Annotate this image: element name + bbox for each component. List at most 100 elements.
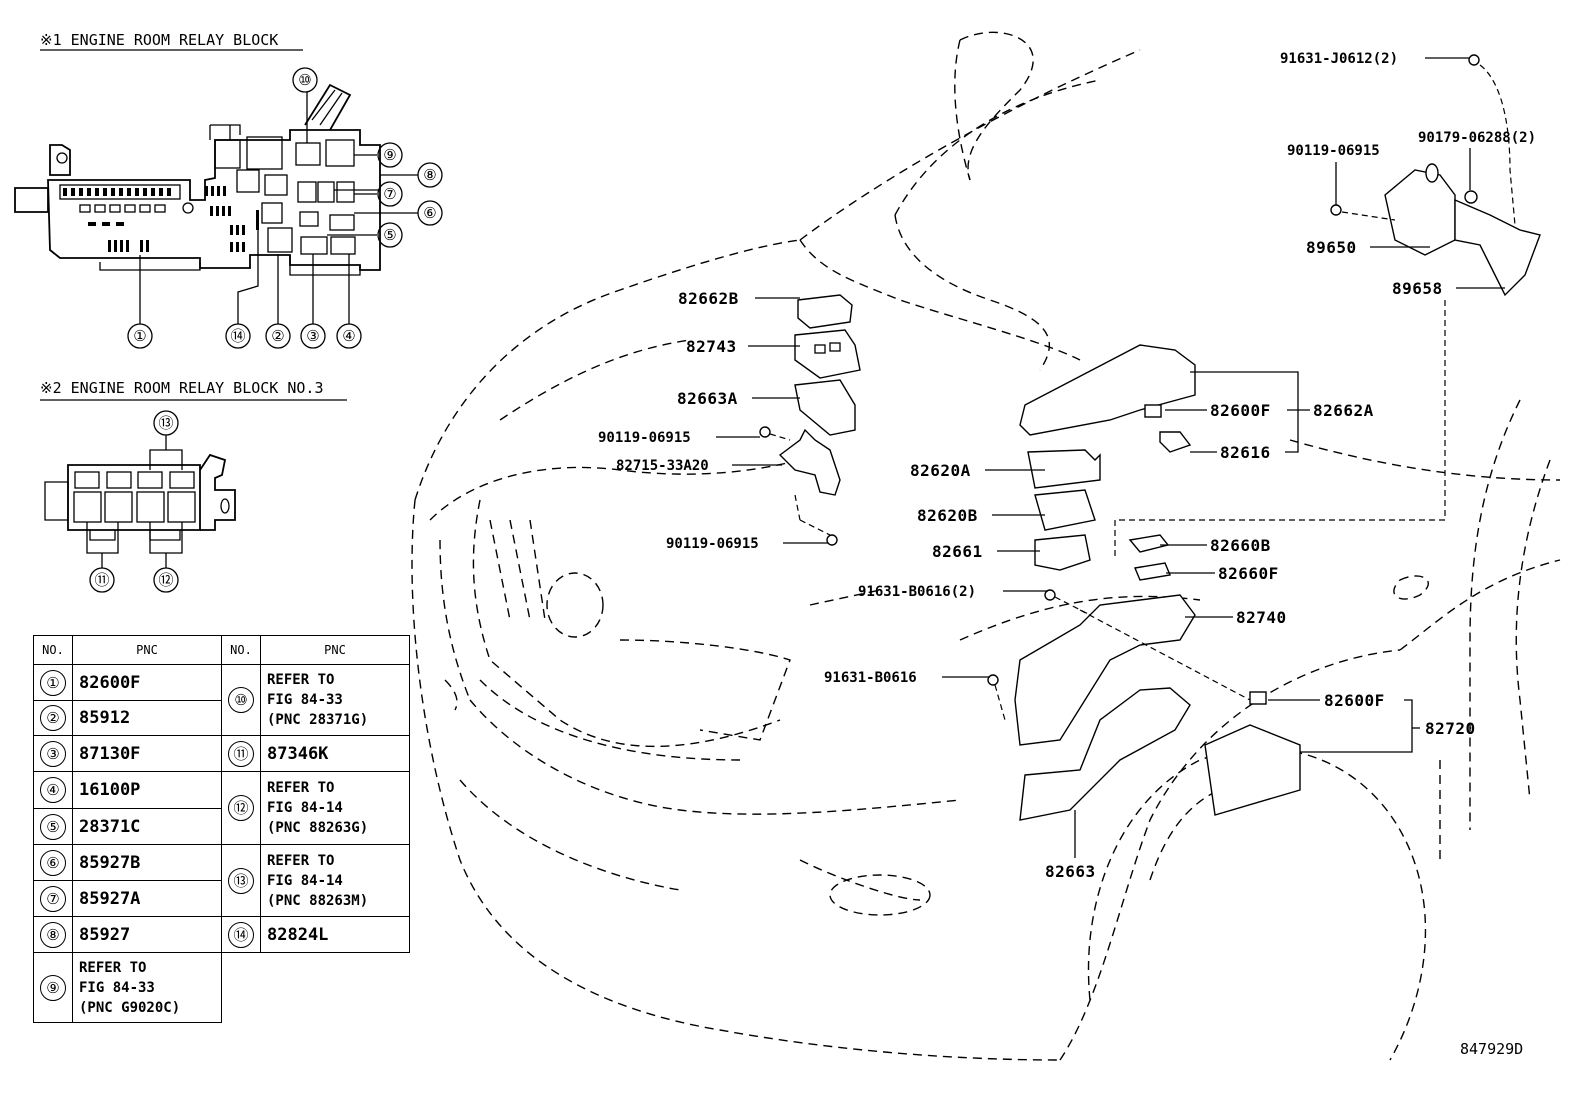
table-row: ① [33,664,73,701]
bolt-91631-b0616 [987,674,1006,721]
screw-90119-06915-b [826,534,838,546]
relay-block-1-callouts: ① ② ③ ④ ⑤ ⑥ ⑦ ⑧ ⑨ ⑩ ⑭ [127,67,443,349]
table-row: ⑧ [33,916,73,953]
table-cell-pnc: REFER TO FIG 84-33 (PNC 28371G) [260,664,410,736]
relay-block-1-title: ※1 ENGINE ROOM RELAY BLOCK [40,31,278,49]
screw-90119-06915-c [1330,204,1342,216]
callout-circle-6: ⑥ [423,204,436,222]
callout-90119-06915-low: 90119-06915 [666,536,759,552]
table-row: ④ [33,771,73,809]
callout-82743: 82743 [686,337,737,356]
part-82743 [794,329,861,379]
table-cell-pnc: 85927 [72,916,222,953]
table-empty-cell [222,953,410,1023]
part-82661 [1034,534,1091,571]
callout-circle-1: ① [133,327,146,345]
table-header-no-left: NO. [33,635,73,665]
callout-82720: 82720 [1425,719,1476,738]
part-82662b [797,294,853,329]
relay-block-3-drawing [44,453,236,541]
part-82715-33a20 [778,428,841,536]
table-row: ⑪ [221,735,261,772]
part-82662a [1019,344,1196,436]
relay-block-1-drawing [14,83,381,276]
callout-82660f: 82660F [1218,564,1279,583]
table-cell-pnc: 85927A [72,880,222,917]
callout-91631-j0612: 91631-J0612(2) [1280,51,1398,67]
part-89658 [1454,198,1541,297]
bolt-91631-j0612 [1468,54,1480,66]
callout-82663: 82663 [1045,862,1096,881]
callout-82600f-lower: 82600F [1324,691,1385,710]
table-row: ⑫ [221,771,261,845]
callout-82661: 82661 [932,542,983,561]
callout-89658: 89658 [1392,279,1443,298]
part-82660b [1128,534,1170,553]
figure-code: 847929D [1460,1040,1524,1058]
pnc-table: NO. PNC NO. PNC ① 82600F ⑩ REFER TO FIG … [33,635,410,1023]
table-cell-pnc: 87346K [260,735,410,772]
table-cell-pnc: REFER TO FIG 84-33 (PNC G9020C) [72,952,222,1023]
table-cell-pnc: 85927B [72,844,222,881]
callout-circle-13: ⑬ [158,414,173,432]
callout-circle-2: ② [271,327,284,345]
table-row: ⑩ [221,664,261,736]
callout-90179-06288: 90179-06288(2) [1418,130,1536,146]
callout-82662b: 82662B [678,289,739,308]
callout-91631-b0616: 91631-B0616 [824,670,917,686]
callout-82663a: 82663A [677,389,738,408]
callout-82660b: 82660B [1210,536,1271,555]
callout-90119-06915-top: 90119-06915 [1287,143,1380,159]
callout-82620b: 82620B [917,506,978,525]
table-row: ⑤ [33,808,73,845]
callout-circle-8: ⑧ [423,166,436,184]
callout-82620a: 82620A [910,461,971,480]
part-82616 [1159,431,1192,453]
callout-circle-5: ⑤ [383,226,396,244]
callout-circle-11: ⑪ [94,571,109,589]
table-cell-pnc: 16100P [72,771,222,809]
table-row: ③ [33,735,73,772]
part-82663a [794,379,856,436]
callout-82600f-upper: 82600F [1210,401,1271,420]
part-82620b [1034,489,1096,531]
callout-circle-10: ⑩ [298,71,311,89]
part-82620a [1027,449,1101,489]
part-82660f [1134,562,1171,581]
part-82600f-a [1144,404,1162,418]
table-row: ⑨ [33,952,73,1023]
table-row: ⑬ [221,844,261,917]
callout-91631-b0616-2: 91631-B0616(2) [858,584,976,600]
callout-82715-33a20: 82715-33A20 [616,458,709,474]
vehicle-outline [411,31,1561,1061]
table-cell-pnc: 82824L [260,916,410,953]
table-row: ② [33,700,73,736]
table-header-no-right: NO. [221,635,261,665]
callout-circle-9: ⑨ [383,146,396,164]
callout-circle-3: ③ [306,327,319,345]
callout-82740: 82740 [1236,608,1287,627]
callout-89650: 89650 [1306,238,1357,257]
callout-circle-12: ⑫ [158,571,173,589]
table-cell-pnc: 82600F [72,664,222,701]
table-row: ⑭ [221,916,261,953]
part-82600f-b [1249,691,1267,705]
table-cell-pnc: 87130F [72,735,222,772]
callout-circle-14: ⑭ [230,327,245,345]
screw-90119-06915-a [759,426,791,441]
part-82663 [1019,687,1191,821]
part-89650 [1384,163,1456,256]
callout-90119-06915-mid: 90119-06915 [598,430,691,446]
table-header-pnc-left: PNC [72,635,222,665]
relay-block-3-title: ※2 ENGINE ROOM RELAY BLOCK NO.3 [40,379,324,397]
table-cell-pnc: 85912 [72,700,222,736]
callout-circle-7: ⑦ [383,185,396,203]
table-header-pnc-right: PNC [260,635,410,665]
table-cell-pnc: REFER TO FIG 84-14 (PNC 88263M) [260,844,410,917]
table-cell-pnc: 28371C [72,808,222,845]
callout-82616: 82616 [1220,443,1271,462]
table-cell-pnc: REFER TO FIG 84-14 (PNC 88263G) [260,771,410,845]
part-82740 [1014,594,1196,746]
callout-82662a: 82662A [1313,401,1374,420]
